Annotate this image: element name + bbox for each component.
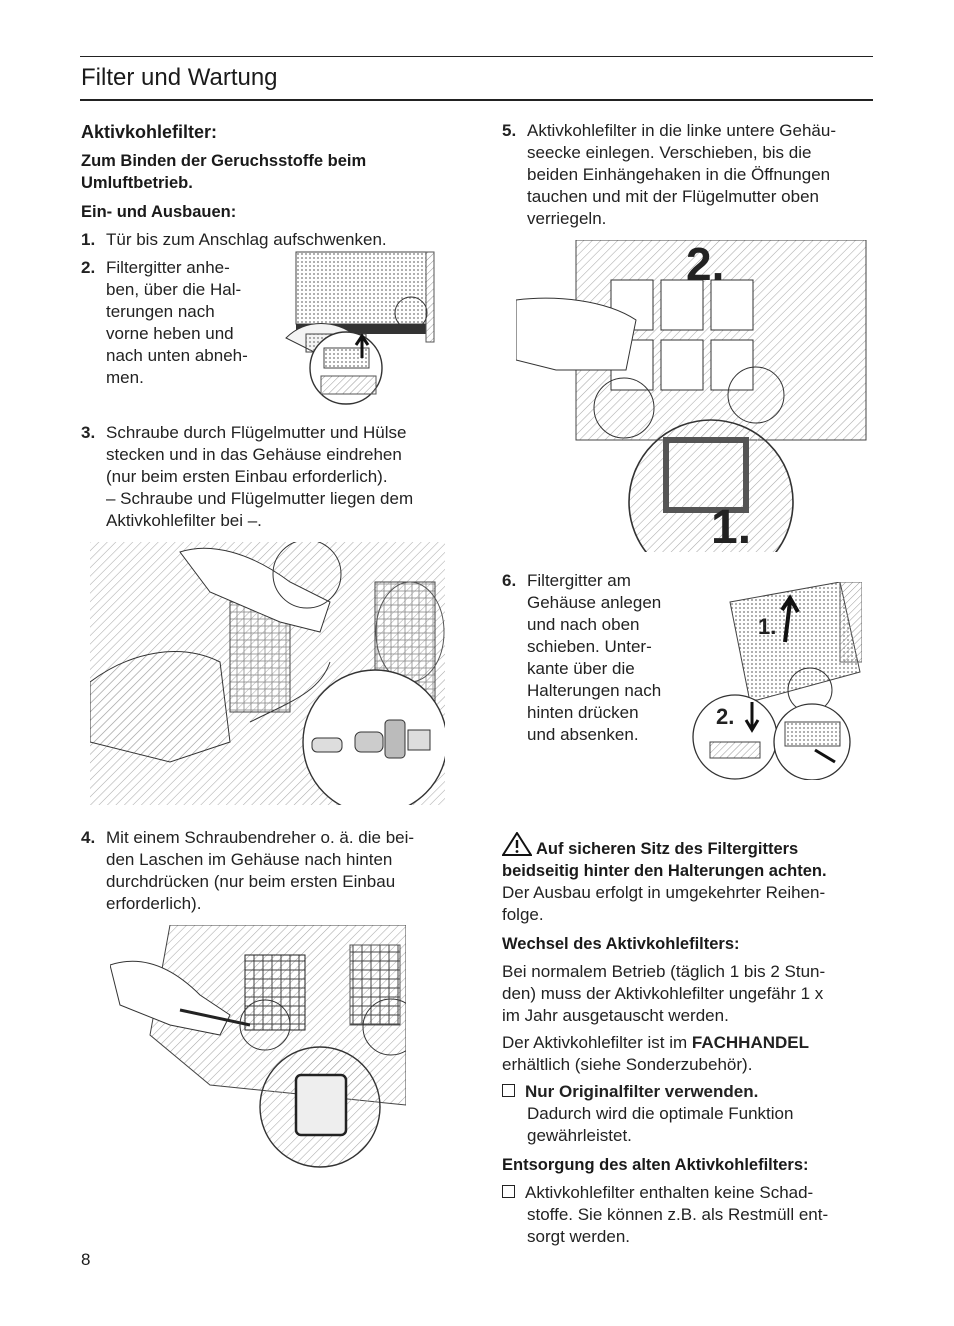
step-2: 2. Filtergitter anhe- ben, über die Hal-… [81, 258, 248, 387]
original-filter-note: Nur Originalfilter verwenden. Dadurch wi… [502, 1081, 793, 1147]
top-rule [80, 56, 873, 57]
fig5-step-2-label: 2. [686, 240, 724, 290]
disposal-heading: Entsorgung des alten Aktivkohlefilters: [502, 1156, 809, 1174]
section-subtitle: Zum Binden der Geruchsstoffe beim Umluft… [81, 152, 367, 192]
step-5: 5. Aktivkohlefilter in die linke untere … [502, 121, 836, 228]
page-number: 8 [81, 1250, 91, 1269]
checkbox-bullet-icon [502, 1084, 515, 1098]
dealer-text: Der Aktivkohlefilter ist im FACHHANDEL e… [502, 1033, 809, 1074]
filter-grille-removal-illustration [276, 248, 440, 410]
change-heading: Wechsel des Aktivkohlefilters: [502, 935, 740, 953]
step-1: 1. Tür bis zum Anschlag aufschwenken. [81, 230, 387, 249]
change-text: Bei normalem Betrieb (täglich 1 bis 2 St… [502, 962, 826, 1025]
warning-note: Auf sicheren Sitz des Filtergitters beid… [502, 832, 827, 882]
step-6: 6. Filtergitter am Gehäuse anlegen und n… [502, 571, 662, 744]
step-4: 4. Mit einem Schraubendreher o. ä. die b… [81, 828, 415, 913]
tabs-push-through-illustration [110, 925, 406, 1175]
disposal-text: Aktivkohlefilter enthalten keine Schad- … [502, 1182, 828, 1248]
removal-note: Der Ausbau erfolgt in umgekehrter Reihen… [502, 883, 826, 924]
page-title: Filter und Wartung [81, 64, 278, 91]
checkbox-bullet-icon [502, 1185, 515, 1199]
section-heading: Aktivkohlefilter: [81, 122, 218, 142]
fig6-step-1-label: 1. [758, 614, 776, 639]
install-heading: Ein- und Ausbauen: [81, 203, 237, 221]
carbon-filter-insert-illustration: 2. 1. [516, 240, 868, 552]
title-underline [80, 99, 873, 101]
step-3: 3. Schraube durch Flügelmutter und Hülse… [81, 423, 414, 530]
filter-grille-attach-illustration: 1. 2. [690, 582, 862, 780]
screw-assembly-illustration [90, 542, 445, 805]
fig5-step-1-label: 1. [711, 501, 751, 552]
warning-triangle-icon [502, 832, 532, 856]
fig6-step-2-label: 2. [716, 704, 734, 729]
